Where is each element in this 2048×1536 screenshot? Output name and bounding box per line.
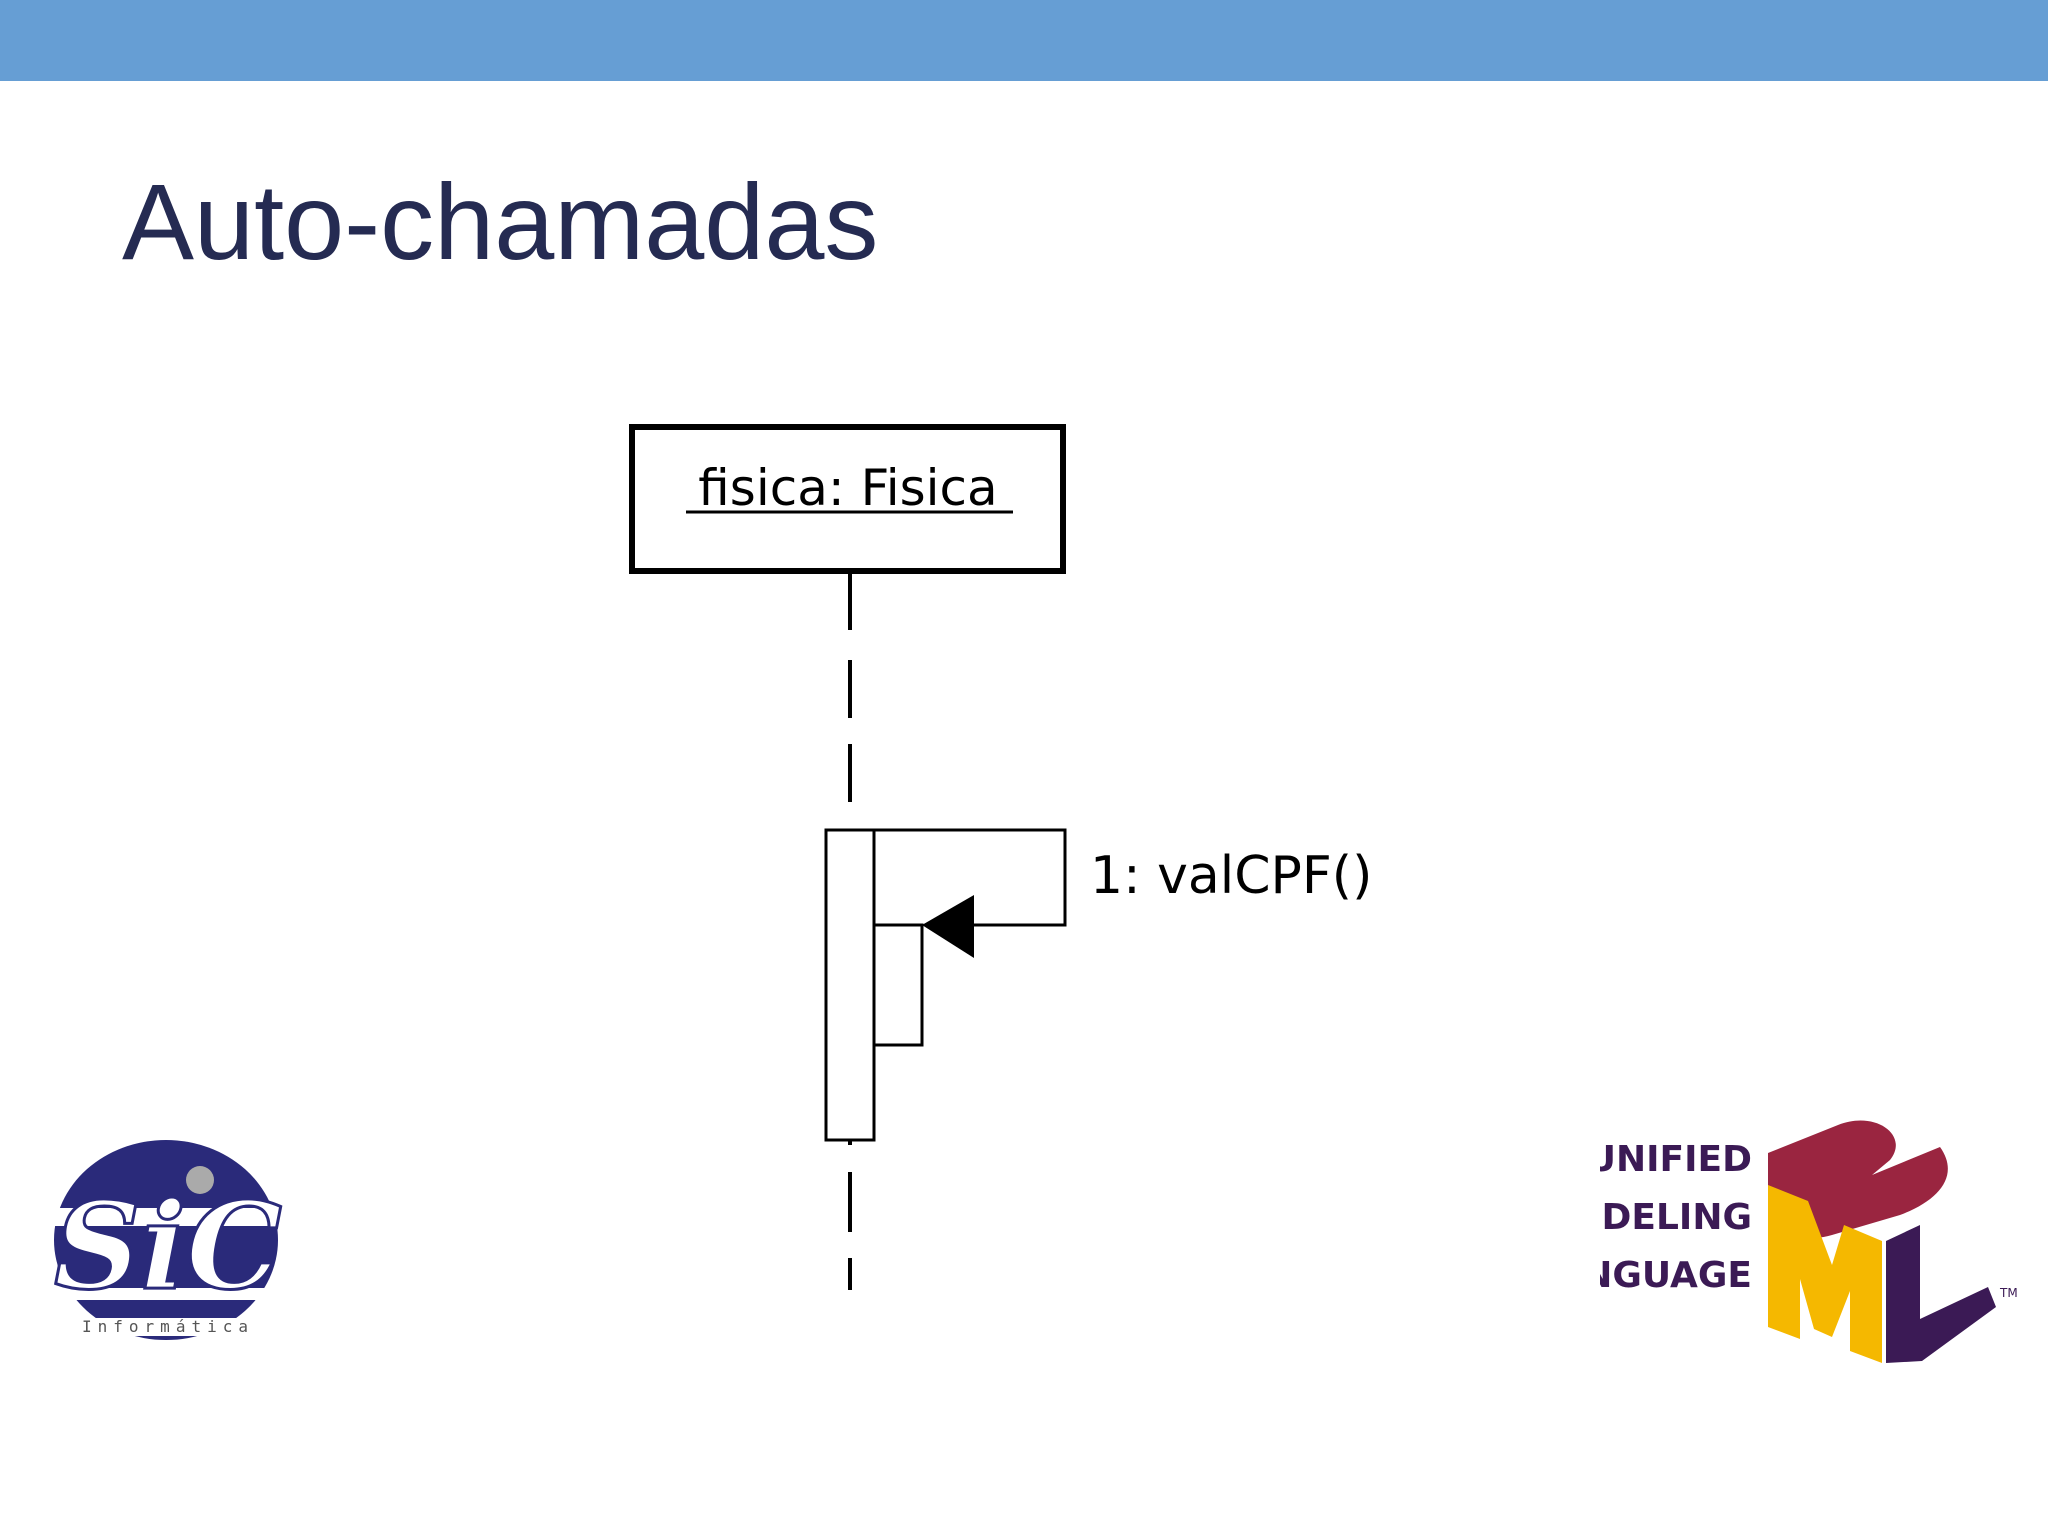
sic-logo-subtext: Informática (82, 1317, 254, 1336)
nested-activation-bar (872, 923, 924, 1047)
sic-logo: SiC Informática (50, 1140, 290, 1340)
top-bar (0, 0, 2048, 81)
slide-title: Auto-chamadas (122, 161, 879, 282)
object-label: fisica: Fisica (698, 459, 997, 517)
uml-logo-tm: TM (1999, 1286, 2018, 1300)
self-call-message (874, 828, 1067, 927)
activation-bar (824, 828, 876, 1142)
uml-logo-line3: LANGUAGE (1600, 1255, 1752, 1296)
uml-logo: UNIFIED MODELING LANGUAGE TM (1600, 1120, 2018, 1363)
sic-logo-text: SiC (54, 1176, 282, 1317)
object-box (629, 424, 1066, 574)
message-arrowhead (922, 895, 974, 958)
uml-logo-line2: MODELING (1600, 1197, 1752, 1238)
message-label: 1: valCPF() (1090, 846, 1372, 906)
uml-logo-line1: UNIFIED (1600, 1139, 1752, 1180)
